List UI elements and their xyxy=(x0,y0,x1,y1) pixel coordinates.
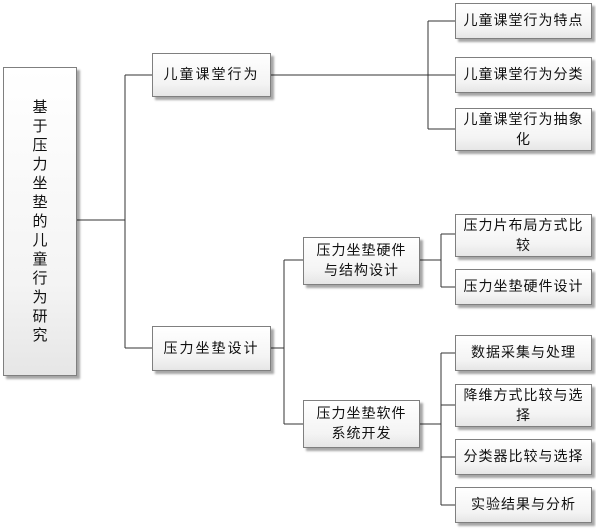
software-node: 压力坐垫软件系统开发 xyxy=(303,400,420,448)
software-child-node: 分类器比较与选择 xyxy=(455,439,592,475)
behavior-label: 儿童课堂行为 xyxy=(163,67,260,83)
behavior-node: 儿童课堂行为 xyxy=(152,53,271,97)
cushion-node: 压力坐垫设计 xyxy=(152,326,271,371)
behavior-child-label: 儿童课堂行为抽象化 xyxy=(463,111,584,148)
hardware-label: 压力坐垫硬件与结构设计 xyxy=(316,243,407,279)
software-child-node: 数据采集与处理 xyxy=(455,335,592,371)
hardware-node: 压力坐垫硬件与结构设计 xyxy=(303,237,420,285)
behavior-child-node: 儿童课堂行为抽象化 xyxy=(455,108,592,151)
software-child-node: 降维方式比较与选择 xyxy=(455,384,592,427)
hardware-child-node: 压力片布局方式比较 xyxy=(455,214,592,257)
software-child-label: 降维方式比较与选择 xyxy=(463,387,584,424)
hardware-child-label: 压力坐垫硬件设计 xyxy=(463,279,584,295)
hardware-child-label: 压力片布局方式比较 xyxy=(463,217,584,254)
root-node: 基于压力坐垫的儿童行为研究 xyxy=(3,67,77,376)
behavior-child-node: 儿童课堂行为特点 xyxy=(455,3,592,39)
software-child-label: 分类器比较与选择 xyxy=(463,449,584,465)
hardware-child-node: 压力坐垫硬件设计 xyxy=(455,269,592,305)
software-child-node: 实验结果与分析 xyxy=(455,487,592,523)
behavior-child-node: 儿童课堂行为分类 xyxy=(455,57,592,93)
cushion-label: 压力坐垫设计 xyxy=(163,340,260,357)
behavior-child-label: 儿童课堂行为特点 xyxy=(463,13,584,29)
root-label: 基于压力坐垫的儿童行为研究 xyxy=(32,98,48,344)
software-child-label: 数据采集与处理 xyxy=(471,345,576,361)
software-child-label: 实验结果与分析 xyxy=(471,497,576,513)
software-label: 压力坐垫软件系统开发 xyxy=(316,406,407,442)
behavior-child-label: 儿童课堂行为分类 xyxy=(463,67,584,83)
